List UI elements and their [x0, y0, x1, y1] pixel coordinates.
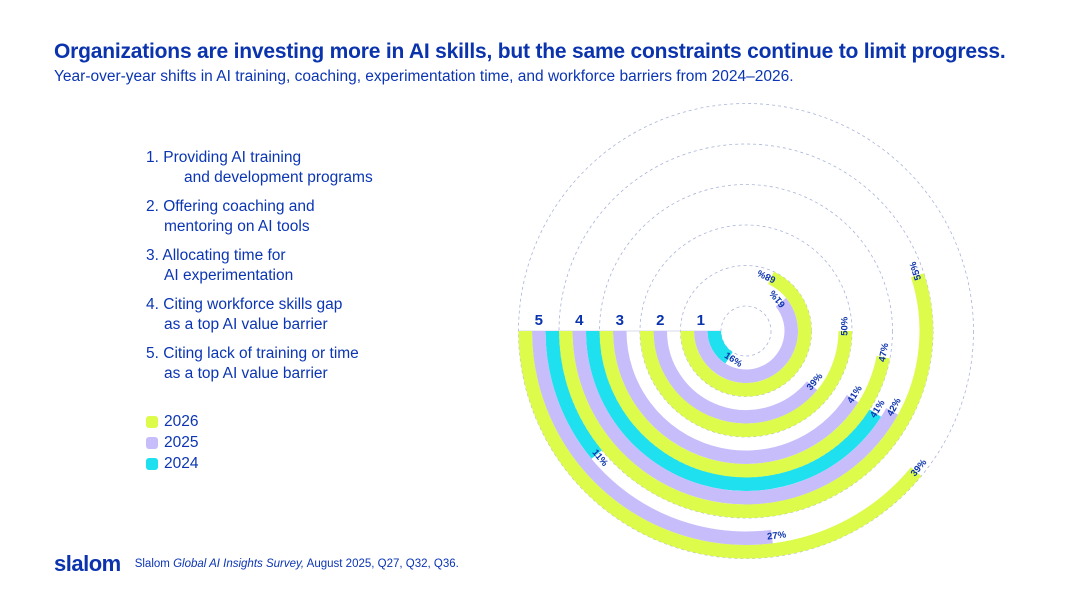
- year-legend: 2026 2025 2024: [146, 411, 198, 474]
- category-item-2: 2. Offering coaching and mentoring on AI…: [146, 197, 373, 237]
- swatch-2024: [146, 457, 158, 470]
- legend-item-2026: 2026: [146, 411, 198, 432]
- ring-number-3: 3: [616, 312, 624, 329]
- arc-3-2026: [599, 330, 890, 478]
- arc-2-2025: [653, 330, 818, 424]
- arc-5-2025: [532, 330, 773, 545]
- arc-4-2025: [572, 330, 899, 505]
- arc-3-2025: [613, 330, 859, 464]
- category-label: Allocating time for: [162, 247, 286, 264]
- ring-number-5: 5: [535, 312, 543, 329]
- ring-number-2: 2: [656, 312, 664, 329]
- category-item-1: 1. Providing AI training and development…: [146, 148, 373, 188]
- category-item-5: 5. Citing lack of training or time as a …: [146, 344, 373, 384]
- legend-item-2024: 2024: [146, 453, 198, 474]
- slalom-logo: slalom: [54, 551, 121, 576]
- category-label-line2: as a top AI value barrier: [164, 365, 328, 382]
- category-label-line2: AI experimentation: [164, 267, 294, 284]
- value-label: 55%: [908, 260, 925, 282]
- category-item-4: 4. Citing workforce skills gap as a top …: [146, 295, 373, 335]
- category-label-line2: mentoring on AI tools: [164, 218, 310, 235]
- chart-subtitle: Year-over-year shifts in AI training, co…: [54, 68, 794, 85]
- value-label: 27%: [767, 529, 788, 542]
- swatch-2026: [146, 415, 158, 428]
- arc-4-2024: [586, 330, 882, 491]
- arc-1-2024: [707, 330, 733, 364]
- category-number: 2.: [146, 198, 159, 215]
- value-label: 68%: [755, 267, 777, 285]
- category-label: Offering coaching and: [163, 198, 315, 215]
- arc-4-2026: [559, 273, 933, 518]
- footer: slalom Slalom Global AI Insights Survey,…: [54, 551, 459, 577]
- legend-label: 2025: [164, 433, 199, 451]
- legend-label: 2024: [164, 454, 199, 472]
- arc-5-2024: [545, 330, 602, 459]
- legend-label: 2026: [164, 412, 199, 430]
- ring-number-1: 1: [697, 312, 705, 329]
- value-label: 50%: [840, 316, 851, 336]
- category-number: 3.: [146, 247, 159, 264]
- category-label: Providing AI training: [163, 149, 302, 166]
- category-label-line2: and development programs: [184, 169, 373, 186]
- category-item-3: 3. Allocating time for AI experimentatio…: [146, 246, 373, 286]
- category-label: Citing workforce skills gap: [163, 296, 343, 313]
- value-label: 47%: [877, 342, 891, 363]
- category-list: 1. Providing AI training and development…: [146, 148, 373, 393]
- arc-5-2026: [518, 330, 922, 559]
- category-label: Citing lack of training or time: [163, 345, 359, 362]
- arc-1-2026: [680, 271, 812, 397]
- chart-title: Organizations are investing more in AI s…: [54, 40, 1006, 63]
- swatch-2025: [146, 436, 158, 449]
- source-note: Slalom Global AI Insights Survey, August…: [134, 558, 459, 570]
- category-number: 5.: [146, 345, 159, 362]
- arc-2-2026: [640, 330, 852, 437]
- arc-1-2025: [694, 297, 798, 383]
- ring-number-4: 4: [575, 312, 584, 329]
- category-number: 4.: [146, 296, 159, 313]
- guide-circle: [720, 305, 772, 357]
- category-number: 1.: [146, 149, 159, 166]
- legend-item-2025: 2025: [146, 432, 198, 453]
- value-label: 39%: [909, 457, 930, 479]
- category-label-line2: as a top AI value barrier: [164, 316, 328, 333]
